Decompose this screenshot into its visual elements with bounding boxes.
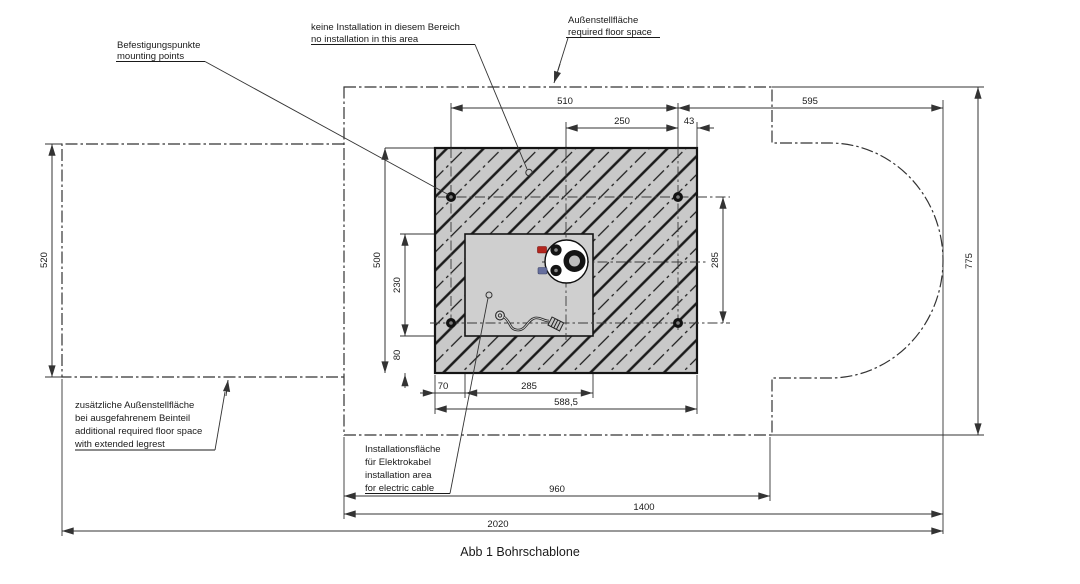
label-additional-en1: additional required floor space	[75, 426, 202, 437]
label-floor-space-en: required floor space	[568, 27, 652, 38]
no-installation-reference-circle	[525, 168, 533, 177]
dim-595: 595	[802, 96, 818, 107]
dim-500: 500	[372, 252, 383, 268]
cable-plug-icon	[547, 316, 565, 332]
electric-cable	[495, 310, 565, 332]
red-connector	[537, 246, 547, 254]
dim-43: 43	[684, 116, 695, 127]
label-additional-en2: with extended legrest	[74, 439, 165, 450]
label-floor-space-de: Außenstellfläche	[568, 15, 638, 26]
cable-highlight	[503, 316, 550, 331]
label-additional-de1: zusätzliche Außenstellfläche	[75, 400, 194, 411]
cable-gland-icon	[495, 310, 505, 321]
dimension-texts: 510 595 250 43 775 285 520 500 230 80 70…	[39, 96, 975, 530]
label-additional-floor-space: zusätzliche Außenstellfläche bei ausgefa…	[74, 379, 231, 451]
dim-520: 520	[39, 252, 50, 268]
installation-area-reference-circle	[485, 291, 493, 299]
actuator-shaft-bore	[569, 255, 580, 267]
label-additional-de2: bei ausgefahrenem Beinteil	[75, 413, 190, 424]
dim-2020: 2020	[487, 519, 508, 530]
dim-775: 775	[964, 253, 975, 269]
label-mounting-points-en: mounting points	[117, 51, 184, 62]
dim-250: 250	[614, 116, 630, 127]
actuator-bolt-bottom-center	[554, 268, 558, 273]
label-install-en2: for electric cable	[365, 483, 434, 494]
dim-285-bottom: 285	[521, 381, 537, 392]
actuator-unit	[537, 239, 589, 284]
dim-1400: 1400	[633, 502, 654, 513]
label-required-floor-space: Außenstellfläche required floor space	[553, 15, 660, 84]
actuator-bolt-top-center	[554, 248, 558, 252]
label-no-installation-de: keine Installation in diesem Bereich	[311, 22, 460, 33]
figure-caption: Abb 1 Bohrschablone	[460, 545, 580, 559]
label-install-de2: für Elektrokabel	[365, 457, 431, 468]
label-install-en1: installation area	[365, 470, 432, 481]
dimension-lines	[48, 87, 982, 535]
dim-230: 230	[392, 277, 403, 293]
dim-588-5: 588,5	[554, 397, 578, 408]
label-no-installation-en: no installation in this area	[311, 34, 419, 45]
label-installation-area: Installationsfläche für Elektrokabel ins…	[365, 291, 493, 494]
mounting-point-bottom-right	[673, 318, 683, 328]
label-install-de1: Installationsfläche	[365, 444, 441, 455]
label-mounting-points: Befestigungspunkte mounting points	[116, 40, 450, 196]
dim-80: 80	[392, 350, 403, 361]
mounting-point-top-right	[673, 192, 683, 202]
dim-960: 960	[549, 484, 565, 495]
dim-510: 510	[557, 96, 573, 107]
dim-285-right: 285	[710, 252, 721, 268]
mounting-point-bottom-left	[446, 318, 456, 328]
mounting-point-top-left	[446, 192, 456, 202]
additional-floor-space-boundary	[61, 143, 344, 378]
cable-gland-inner	[497, 313, 503, 318]
dim-70: 70	[438, 381, 449, 392]
mounting-points	[446, 192, 683, 328]
label-no-installation: keine Installation in diesem Bereich no …	[311, 22, 533, 177]
label-mounting-points-de: Befestigungspunkte	[117, 40, 200, 51]
blue-connector	[537, 267, 548, 275]
